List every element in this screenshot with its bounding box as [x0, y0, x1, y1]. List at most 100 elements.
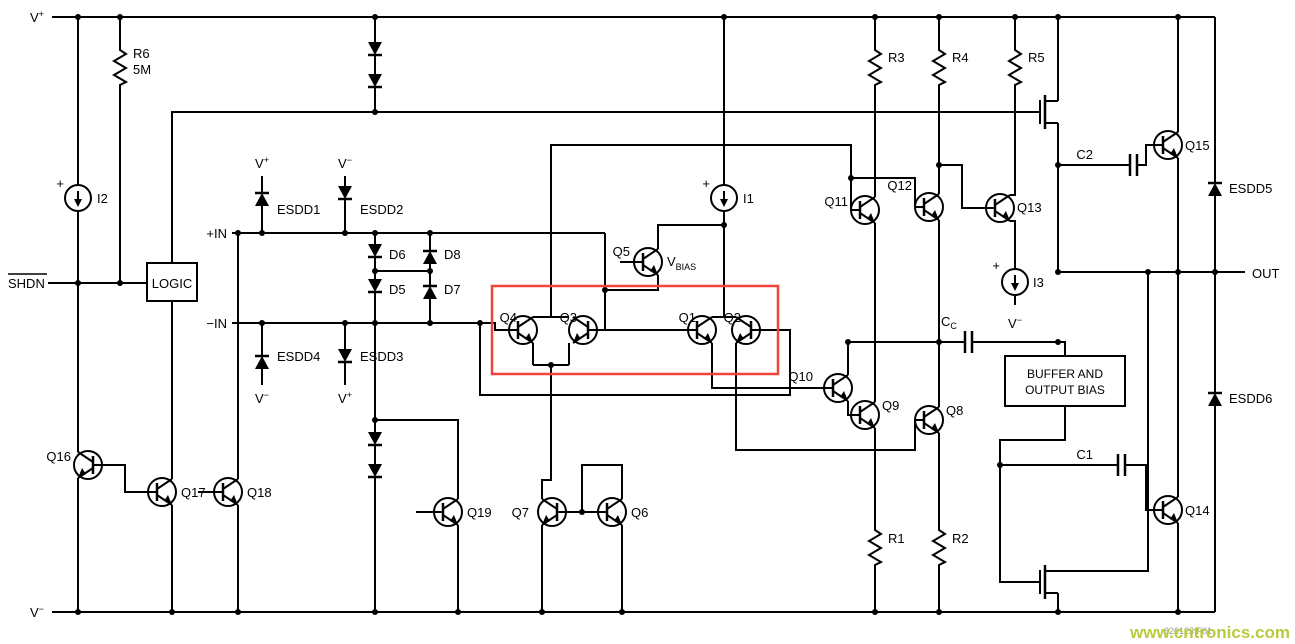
r1-label: R1	[888, 531, 905, 546]
q9-label: Q9	[882, 398, 899, 413]
vbias-label: VBIAS	[667, 254, 696, 272]
figure-reference: 626123 F01	[1164, 626, 1212, 636]
esdd5-label: ESDD5	[1229, 181, 1272, 196]
r6-value-label: 5M	[133, 62, 151, 77]
vminus-esdd4-label: V−	[255, 390, 269, 406]
esdd1-label: ESDD1	[277, 202, 320, 217]
q11-label: Q11	[824, 194, 848, 209]
q13-transistor	[984, 192, 1016, 224]
i1-label: I1	[743, 191, 754, 206]
r5-label: R5	[1028, 50, 1045, 65]
esdd2-diode	[336, 180, 354, 212]
q2-label: Q2	[724, 310, 741, 325]
q14-label: Q14	[1185, 503, 1210, 518]
vminus-i3-label: V−	[1008, 315, 1022, 331]
esdd3-diode	[336, 343, 354, 375]
q12-label: Q12	[887, 178, 912, 193]
q18-label: Q18	[247, 485, 272, 500]
bottom-clamp-diode-2	[366, 458, 384, 490]
vplus-esdd1-label: V+	[255, 155, 269, 171]
r2-resistor	[932, 524, 946, 569]
q7-transistor	[536, 496, 568, 528]
bottom-clamp-diode-1	[366, 426, 384, 458]
top-clamp-diode-2	[366, 68, 384, 100]
watermark: www.cntronics.com	[1129, 623, 1290, 642]
buffer-label-line2: OUTPUT BIAS	[1025, 383, 1105, 397]
esdd6-diode	[1206, 380, 1224, 412]
plus-in-label: +IN	[206, 226, 227, 241]
r5-resistor	[1008, 44, 1022, 89]
top-output-mosfet	[1038, 93, 1060, 131]
c1-label: C1	[1076, 447, 1093, 462]
c2-capacitor	[1128, 152, 1139, 178]
logic-label: LOGIC	[152, 276, 192, 291]
cc-label: CC	[941, 314, 957, 331]
esdd5-diode	[1206, 170, 1224, 202]
i3-plus-sign: +	[992, 258, 1000, 273]
q9-transistor	[849, 399, 881, 431]
circuit-wires	[48, 16, 1245, 613]
d5-diode	[366, 273, 384, 305]
q15-transistor	[1152, 129, 1184, 161]
r6-resistor	[113, 44, 127, 89]
vminus-rail-label: V−	[30, 604, 44, 620]
q14-transistor	[1152, 494, 1184, 526]
junction-dots	[75, 14, 1218, 615]
r2-label: R2	[952, 531, 969, 546]
c1-capacitor	[1116, 452, 1127, 478]
i2-label: I2	[97, 191, 108, 206]
esdd2-label: ESDD2	[360, 202, 403, 217]
cc-capacitor	[963, 329, 974, 355]
q7-label: Q7	[512, 505, 529, 520]
r1-resistor	[868, 524, 882, 569]
r3-resistor	[868, 44, 882, 89]
out-label: OUT	[1252, 266, 1280, 281]
logic-block	[146, 262, 198, 302]
q18-transistor	[212, 476, 244, 508]
r3-label: R3	[888, 50, 905, 65]
r4-label: R4	[952, 50, 969, 65]
i2-plus-sign: +	[56, 176, 64, 191]
r6-label: R6	[133, 46, 150, 61]
input-stage-highlight-box	[490, 284, 780, 376]
vplus-esdd3-label: V+	[338, 390, 352, 406]
r4-resistor	[932, 44, 946, 89]
d6-diode	[366, 238, 384, 270]
q19-label: Q19	[467, 505, 492, 520]
q16-label: Q16	[46, 449, 71, 464]
i1-current-source	[710, 184, 738, 212]
q11-transistor	[849, 194, 881, 226]
q6-label: Q6	[631, 505, 648, 520]
q10-label: Q10	[788, 369, 813, 384]
bottom-output-mosfet	[1038, 563, 1060, 601]
q17-transistor	[146, 476, 178, 508]
q16-transistor	[72, 449, 104, 481]
q10-transistor	[822, 372, 854, 404]
vplus-rail-label: V+	[30, 9, 44, 25]
q12-transistor	[913, 191, 945, 223]
d8-diode	[421, 238, 439, 270]
esdd4-diode	[253, 343, 271, 375]
labels: V+ V− R6 5M + I2 SHDN +IN −IN V+ V− ESDD…	[8, 9, 1280, 620]
d6-label: D6	[389, 247, 406, 262]
q4-label: Q4	[500, 310, 517, 325]
q1-label: Q1	[679, 310, 696, 325]
vminus-esdd2-label: V−	[338, 155, 352, 171]
i2-current-source	[64, 184, 92, 212]
minus-in-label: −IN	[206, 316, 227, 331]
q8-transistor	[913, 404, 945, 436]
q5-transistor	[632, 246, 664, 278]
q5-label: Q5	[613, 244, 630, 259]
q6-transistor	[596, 496, 628, 528]
d8-label: D8	[444, 247, 461, 262]
q17-label: Q17	[181, 485, 206, 500]
buffer-label-line1: BUFFER AND	[1027, 367, 1103, 381]
q8-label: Q8	[946, 403, 963, 418]
d5-label: D5	[389, 282, 406, 297]
q3-label: Q3	[560, 310, 577, 325]
q19-transistor	[432, 496, 464, 528]
i1-plus-sign: +	[702, 176, 710, 191]
i3-label: I3	[1033, 275, 1044, 290]
esdd1-diode	[253, 180, 271, 212]
